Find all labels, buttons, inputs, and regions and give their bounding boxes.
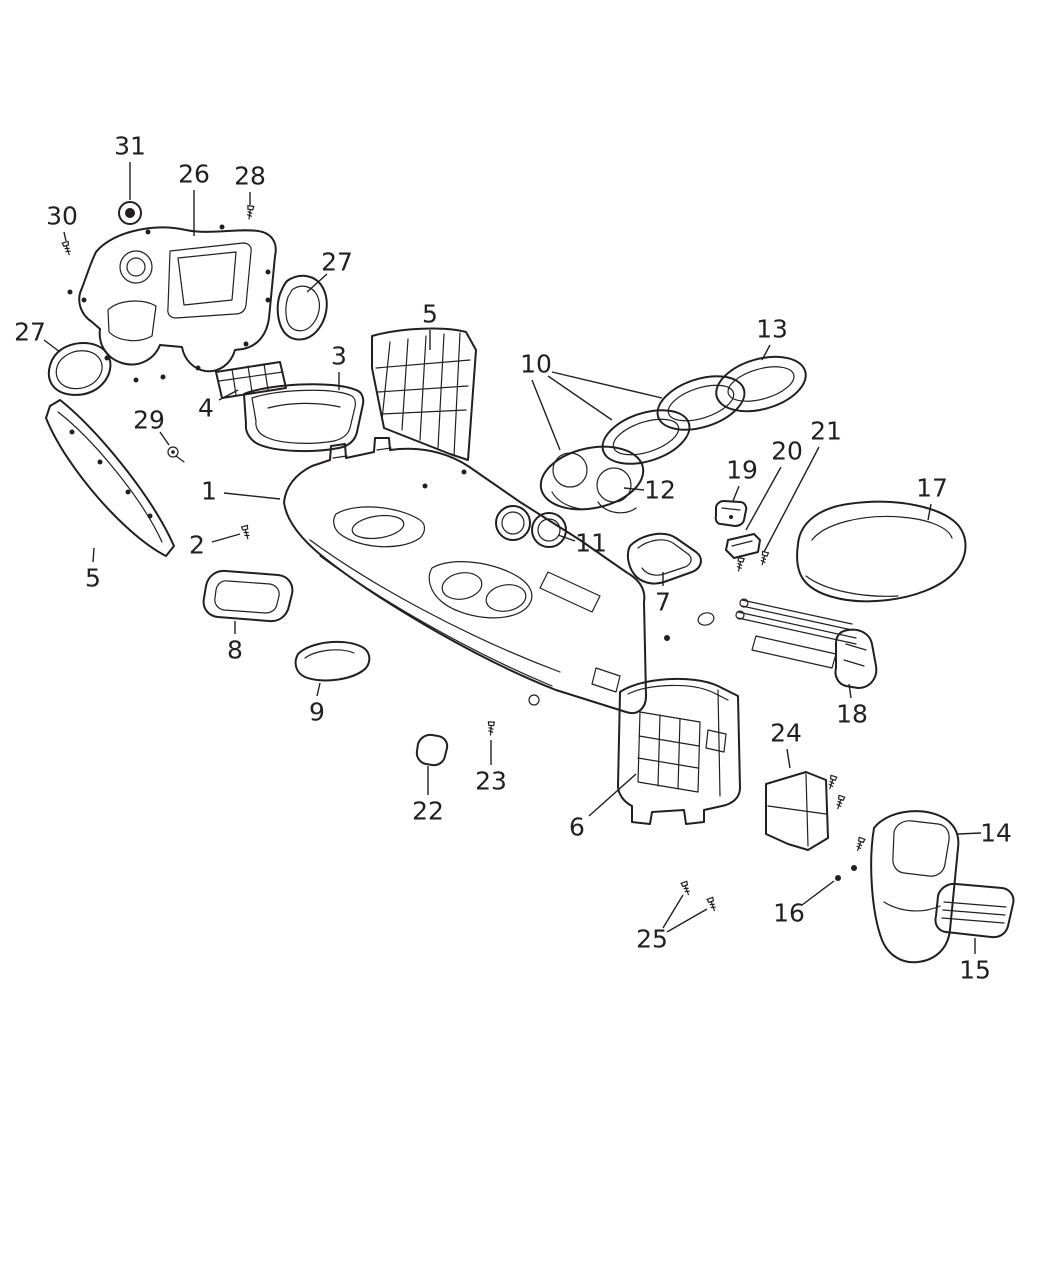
- screw-20-icon: [735, 556, 745, 573]
- part-vent-bezel-left: [47, 342, 112, 396]
- screw-24b-icon: [834, 794, 846, 811]
- callout-30: 30: [46, 201, 78, 231]
- leader-line-20: [745, 466, 782, 531]
- leader-line-10: [531, 379, 561, 451]
- part-console-body: [283, 437, 647, 714]
- leader-line-10: [547, 375, 613, 421]
- leader-line-21: [763, 446, 820, 553]
- callout-17: 17: [916, 473, 948, 503]
- screw-24a-icon: [826, 774, 838, 791]
- callout-5: 5: [422, 299, 438, 329]
- callout-5: 5: [85, 563, 101, 593]
- part-armrest-lid: [796, 500, 967, 603]
- callout-22: 22: [412, 796, 444, 826]
- part-silencer-panel-left: [45, 399, 175, 557]
- leader-line-24: [786, 748, 791, 769]
- screw-25b-icon: [706, 896, 718, 913]
- misc-clips: [664, 612, 715, 641]
- callout-8: 8: [227, 635, 243, 665]
- part-cupholder-liner: [495, 505, 567, 548]
- screw-25a-icon: [680, 880, 692, 897]
- part-vent-bezel-right: [276, 274, 328, 341]
- callout-27: 27: [321, 247, 353, 277]
- callout-24: 24: [770, 718, 802, 748]
- callout-12: 12: [644, 475, 676, 505]
- part-rear-vent-grille: [934, 882, 1015, 939]
- callout-3: 3: [331, 341, 347, 371]
- leader-line-5: [92, 547, 95, 563]
- leader-line-6: [588, 773, 637, 817]
- part-latch-bracket: [725, 533, 761, 559]
- callout-16: 16: [773, 898, 805, 928]
- callout-25: 25: [636, 924, 668, 954]
- callout-4: 4: [198, 393, 214, 423]
- part-rear-trim-panel: [870, 810, 960, 964]
- part-cupholder-ring-a: [601, 409, 691, 465]
- leader-line-9: [316, 682, 321, 697]
- callout-21: 21: [810, 416, 842, 446]
- callout-9: 9: [309, 697, 325, 727]
- callout-15: 15: [959, 955, 991, 985]
- leader-line-30: [63, 231, 67, 242]
- leader-line-11: [557, 534, 576, 542]
- leader-line-1: [223, 492, 281, 500]
- fasteners-16: [835, 836, 866, 881]
- callout-2: 2: [189, 530, 205, 560]
- callout-18: 18: [836, 699, 868, 729]
- part-ip-end-trim: [67, 224, 277, 383]
- part-console-rear-support: [617, 677, 741, 825]
- callout-28: 28: [234, 161, 266, 191]
- callout-29: 29: [133, 405, 165, 435]
- leader-line-25: [662, 894, 684, 929]
- callout-31: 31: [114, 131, 146, 161]
- leader-line-27: [43, 339, 61, 353]
- part-cupholder-insert: [539, 445, 645, 514]
- callout-19: 19: [726, 455, 758, 485]
- part-bin-mat: [215, 361, 287, 399]
- callout-7: 7: [655, 587, 671, 617]
- part-storage-bin: [243, 383, 365, 453]
- part-mounting-bracket: [765, 771, 829, 851]
- screw-21-icon: [758, 550, 770, 567]
- leader-line-19: [732, 485, 740, 502]
- leader-line-25: [666, 908, 708, 933]
- leader-line-14: [957, 832, 982, 835]
- callout-27: 27: [14, 317, 46, 347]
- part-access-cap: [415, 733, 449, 767]
- part-retainer-clip: [167, 446, 185, 463]
- part-shifter-bezel: [202, 569, 294, 623]
- part-armrest-hinge: [735, 598, 878, 689]
- callout-20: 20: [771, 436, 803, 466]
- screw-30-icon: [61, 240, 73, 257]
- part-cupholder-ring-b: [656, 375, 746, 431]
- callout-1: 1: [201, 476, 217, 506]
- screw-2-icon: [240, 524, 252, 541]
- screw-28-icon: [245, 205, 255, 220]
- callout-13: 13: [756, 314, 788, 344]
- part-console-mat: [626, 532, 702, 585]
- callout-6: 6: [569, 812, 585, 842]
- leader-line-2: [211, 533, 241, 543]
- screw-23-icon: [486, 721, 496, 736]
- part-latch: [714, 500, 748, 527]
- leader-line-10: [551, 371, 663, 399]
- callout-26: 26: [178, 159, 210, 189]
- callout-10: 10: [520, 349, 552, 379]
- leader-line-29: [159, 431, 170, 446]
- part-cupholder-ring-c: [715, 355, 807, 413]
- leader-line-27: [306, 273, 328, 293]
- part-console-side-pad: [294, 640, 371, 682]
- part-silencer-panel-front: [371, 327, 477, 461]
- callout-14: 14: [980, 818, 1012, 848]
- leader-line-16: [801, 880, 835, 906]
- leader-lines-layer: [43, 162, 982, 954]
- callout-11: 11: [575, 528, 607, 558]
- leader-line-17: [927, 503, 932, 521]
- grommet-icon: [118, 201, 142, 225]
- callout-23: 23: [475, 766, 507, 796]
